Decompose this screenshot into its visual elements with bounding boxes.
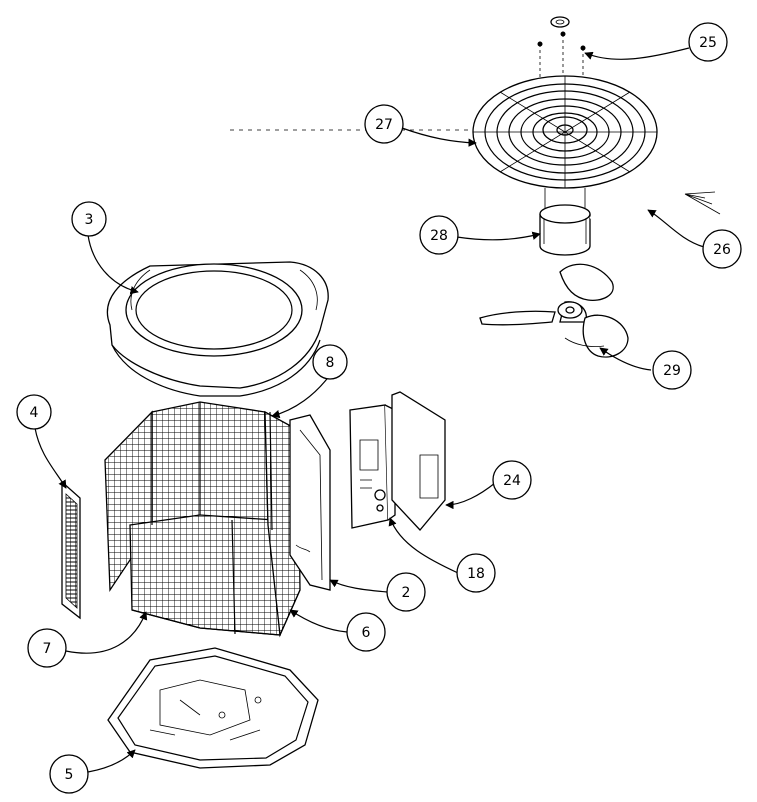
base-pan-part (107, 647, 319, 769)
callout-6: 6 (346, 612, 386, 652)
callout-label: 5 (65, 767, 74, 783)
callout-25: 25 (688, 22, 728, 62)
top-cap-part (550, 16, 570, 28)
callout-label: 26 (713, 242, 731, 258)
callout-label: 28 (430, 228, 448, 244)
callout-29: 29 (652, 350, 692, 390)
callout-28: 28 (419, 215, 459, 255)
fan-motor-part (539, 204, 591, 256)
callout-5: 5 (49, 754, 89, 794)
callout-label: 24 (503, 473, 521, 489)
callout-label: 2 (402, 585, 411, 601)
callout-18: 18 (456, 553, 496, 593)
callout-label: 3 (85, 212, 94, 228)
access-panel-part (391, 391, 446, 531)
callout-label: 18 (467, 566, 485, 582)
fan-guard-part (472, 75, 658, 210)
callout-27: 27 (364, 104, 404, 144)
motor-cable-part (589, 191, 721, 220)
callout-7: 7 (27, 628, 67, 668)
leader-lines (34, 47, 705, 773)
side-grille-part (61, 480, 81, 620)
callout-label: 25 (699, 35, 717, 51)
callout-label: 7 (43, 641, 52, 657)
callout-2: 2 (386, 572, 426, 612)
callout-3: 3 (71, 201, 107, 237)
control-box-part (349, 404, 396, 529)
fan-guard-screws (537, 31, 586, 80)
fan-blade-part (479, 263, 629, 358)
callout-4: 4 (16, 394, 52, 430)
callout-label: 8 (326, 355, 335, 371)
callout-26: 26 (702, 229, 742, 269)
coil-cabinet-part (104, 401, 301, 638)
callout-8: 8 (312, 344, 348, 380)
callout-label: 29 (663, 363, 681, 379)
callout-24: 24 (492, 460, 532, 500)
service-panel-part (289, 414, 331, 591)
top-cover-part (106, 261, 329, 397)
callout-label: 27 (375, 117, 393, 133)
callout-label: 6 (362, 625, 371, 641)
callout-label: 4 (30, 405, 39, 421)
